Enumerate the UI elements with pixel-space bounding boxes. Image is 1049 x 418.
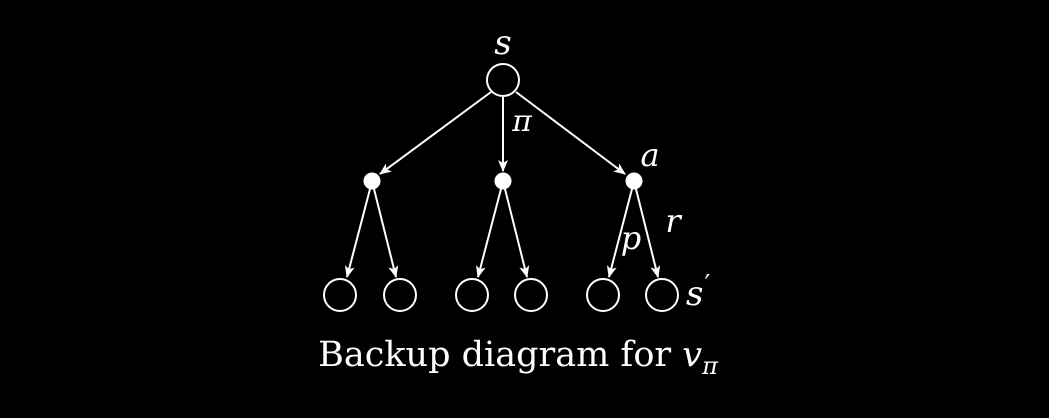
action-node-middle [494, 172, 512, 190]
action-node-left [363, 172, 381, 190]
edge-action-right-to-state-6 [635, 188, 661, 278]
caption-text: Backup diagram for [318, 335, 682, 375]
edge-action-left-to-state-1 [344, 188, 371, 278]
action-node-right [625, 172, 643, 190]
next-state-node-1 [323, 278, 357, 312]
edge-root-to-action-right [515, 91, 626, 175]
edge-action-left-to-state-2 [373, 188, 399, 278]
next-state-letter: s [686, 274, 703, 314]
root-state-label: s [494, 23, 511, 63]
next-state-node-5 [586, 278, 620, 312]
root-state-node [486, 63, 520, 97]
action-label: a [640, 136, 659, 174]
policy-edges [379, 91, 626, 175]
next-state-node-6 [645, 278, 679, 312]
edge-action-right-to-state-5 [606, 188, 633, 278]
transition-prob-label: p [621, 219, 641, 257]
diagram-caption: Backup diagram for vπ [318, 335, 719, 380]
edge-root-to-action-left [379, 91, 492, 175]
next-state-node-2 [383, 278, 417, 312]
next-state-prime-mark: ′ [704, 270, 710, 300]
reward-label: r [665, 202, 682, 240]
transition-edges [344, 188, 661, 278]
policy-label: π [511, 104, 533, 139]
edge-action-middle-to-state-3 [475, 188, 502, 278]
caption-value-subscript: π [701, 352, 719, 380]
next-state-node-4 [514, 278, 548, 312]
caption-value-symbol: v [682, 335, 702, 375]
next-state-node-3 [455, 278, 489, 312]
edge-action-middle-to-state-4 [504, 188, 530, 278]
next-state-label: s′ [686, 270, 710, 314]
